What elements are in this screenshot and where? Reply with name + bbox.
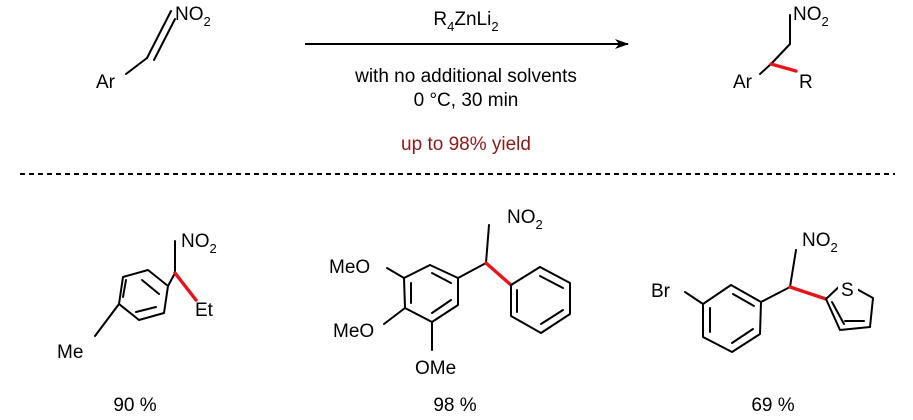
example-1-new-bond <box>173 271 198 302</box>
example-2-methoxy-mid: MeO <box>333 321 374 342</box>
example-1-structure: NO2 Et Me <box>57 231 217 363</box>
example-2-methoxy-top: MeO <box>329 257 370 278</box>
example-1-nitro-label: NO2 <box>181 231 217 256</box>
example-3-new-bond <box>788 285 828 301</box>
example-3-nitro-label: NO2 <box>802 230 838 255</box>
product-new-bond <box>769 62 798 73</box>
product-nitro-label: NO2 <box>793 4 829 29</box>
product-r-label: R <box>799 72 813 93</box>
example-1-ethyl-label: Et <box>195 300 214 321</box>
example-2-nitro-label: NO2 <box>507 207 543 232</box>
example-2-methoxy-bottom: OMe <box>415 358 456 379</box>
reactant-nitro-label: NO2 <box>175 4 211 29</box>
condition-solvent: with no additional solvents <box>354 66 577 87</box>
example-3-structure: S NO2 Br <box>651 230 874 353</box>
product-ar-label: Ar <box>733 72 753 93</box>
reactant-nitroalkene: Ar NO2 <box>96 4 211 93</box>
example-3-sulfur-label: S <box>841 280 854 301</box>
example-3-bromo-label: Br <box>651 281 671 302</box>
example-1-methyl-label: Me <box>57 342 83 363</box>
example-1-yield: 90 % <box>113 395 156 416</box>
example-2-structure: NO2 MeO MeO OMe <box>329 207 571 379</box>
condition-temp-time: 0 °C, 30 min <box>414 90 519 111</box>
reactant-ar-label: Ar <box>96 72 116 93</box>
example-2-new-bond <box>484 261 513 287</box>
reagent-label: R4ZnLi2 <box>433 9 498 34</box>
yield-note: up to 98% yield <box>401 134 531 155</box>
product-structure: NO2 Ar R <box>733 4 829 93</box>
example-3-yield: 69 % <box>751 395 794 416</box>
example-2-yield: 98 % <box>433 395 476 416</box>
